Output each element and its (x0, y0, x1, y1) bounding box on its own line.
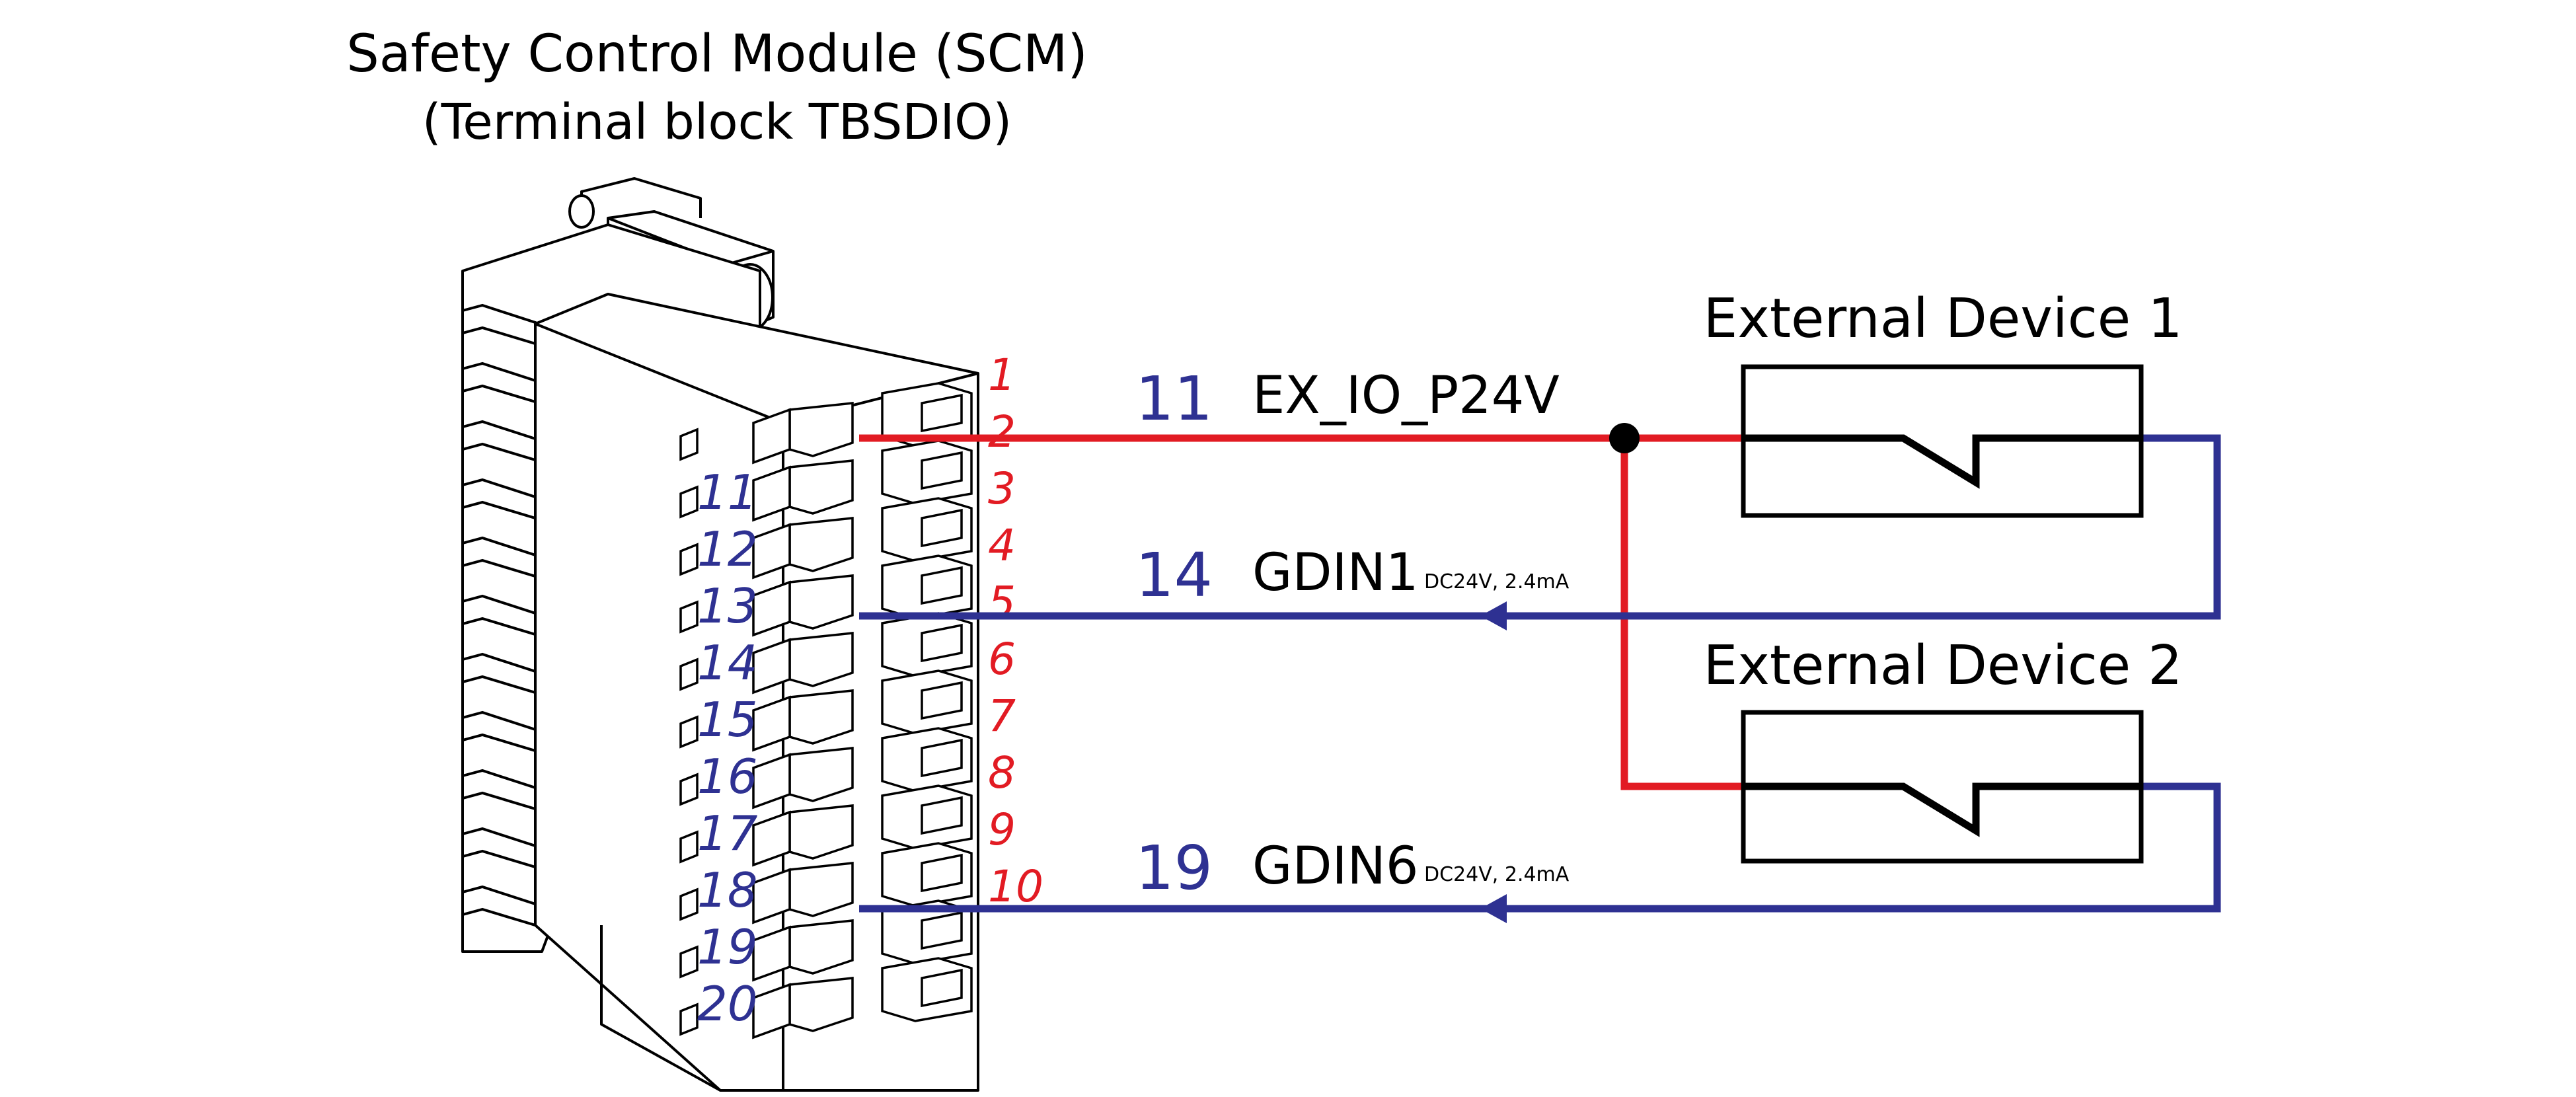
ridge (461, 885, 537, 927)
signal-pin-14: 14 (1135, 540, 1213, 611)
signal-spec-gdin1: DC24V, 2.4mA (1424, 570, 1570, 593)
signal-spec-gdin6: DC24V, 2.4mA (1424, 863, 1570, 886)
terminal-cell-side (752, 753, 791, 810)
terminal-screw (921, 968, 963, 1008)
gdin6-arrow-icon (1480, 894, 1507, 923)
external-device-1: External Device 1 (1704, 287, 2183, 518)
red-pin-number: 6 (988, 634, 1016, 685)
red-pin-number: 5 (988, 577, 1016, 628)
device-2-contact-icon (1743, 782, 2141, 837)
blue-pin-number: 13 (697, 578, 758, 634)
wire-entry (679, 830, 699, 864)
signal-name-gdin6: GDIN6 (1252, 837, 1418, 896)
terminal-screw (921, 508, 963, 548)
signal-name-gdin1: GDIN1 (1252, 543, 1418, 603)
wire-entry (679, 600, 699, 634)
terminal-cell-side (752, 983, 791, 1040)
wire-entry (679, 428, 699, 461)
wire-entry (679, 543, 699, 576)
terminal-screw (921, 566, 963, 605)
terminal-screw (921, 393, 963, 433)
blue-pin-number: 19 (697, 919, 758, 975)
device-1-label: External Device 1 (1704, 287, 2183, 350)
terminal-screw (921, 451, 963, 490)
blue-pin-number: 12 (697, 521, 758, 577)
wire-entry (679, 773, 699, 806)
gdin6-wire (859, 782, 2221, 913)
terminal-cell-side (752, 638, 791, 695)
blue-pin-number: 15 (697, 692, 758, 747)
wire-entry (679, 658, 699, 691)
terminal-screw (921, 738, 963, 778)
wire-entry (679, 888, 699, 921)
red-pin-number: 8 (988, 747, 1016, 798)
gdin1-wire (859, 434, 2221, 620)
ridge (461, 710, 537, 753)
blue-pin-number: 20 (697, 976, 758, 1032)
red-pin-number: 10 (988, 861, 1043, 912)
red-pin-number: 9 (988, 804, 1016, 855)
blue-pin-number: 17 (697, 806, 758, 861)
terminal-screw (921, 911, 963, 950)
terminal-screw (921, 853, 963, 893)
external-device-2: External Device 2 (1704, 634, 2183, 864)
module-subtitle: (Terminal block TBSDIO) (422, 94, 1012, 151)
ridge (461, 536, 537, 578)
red-pin-numbers: 1 2 3 4 5 6 7 8 9 10 (988, 350, 1043, 912)
ridge (461, 303, 537, 346)
terminal-block-cells (679, 382, 973, 1040)
wire-entry (679, 715, 699, 749)
terminal-cell-side (752, 925, 791, 982)
wire-entry (679, 945, 699, 979)
red-pin-number: 1 (988, 350, 1016, 400)
ridge (461, 827, 537, 869)
terminal-cell-side (752, 523, 791, 580)
terminal-cell-side (752, 695, 791, 752)
red-pin-number: 3 (988, 463, 1016, 514)
terminal-block-ridges (461, 303, 537, 927)
terminal-cell-side (752, 465, 791, 522)
terminal-screw (921, 796, 963, 835)
blue-pin-number: 16 (697, 749, 758, 804)
ridge (461, 478, 537, 520)
ridge (461, 594, 537, 636)
terminal-screw (921, 681, 963, 720)
ridge (461, 652, 537, 695)
gdin1-arrow-icon (1480, 601, 1507, 630)
blue-pin-number: 18 (697, 862, 758, 918)
terminal-cell-side (752, 868, 791, 925)
power-wire-branch (1620, 438, 1743, 790)
ridge (461, 361, 537, 404)
terminal-cell-side (752, 408, 791, 465)
wire-entry (679, 485, 699, 519)
blue-pin-number: 14 (697, 635, 758, 691)
device-1-contact-icon (1743, 434, 2141, 489)
wire-entry (679, 1002, 699, 1036)
terminal-cell-side (752, 810, 791, 867)
module-title: Safety Control Module (SCM) (346, 24, 1088, 84)
ridge (461, 769, 537, 811)
red-pin-number: 4 (988, 520, 1016, 571)
red-pin-number: 2 (988, 406, 1016, 457)
junction-dot (1609, 423, 1640, 453)
red-pin-number: 7 (988, 691, 1016, 741)
signal-pin-19: 19 (1135, 833, 1213, 903)
signal-pin-11: 11 (1135, 363, 1213, 434)
ridge (461, 420, 537, 462)
terminal-screw (921, 623, 963, 663)
device-2-label: External Device 2 (1704, 634, 2183, 697)
blue-pin-number: 11 (697, 465, 758, 520)
terminal-cell-side (752, 580, 791, 637)
signal-name-ex-io-p24v: EX_IO_P24V (1252, 366, 1560, 426)
